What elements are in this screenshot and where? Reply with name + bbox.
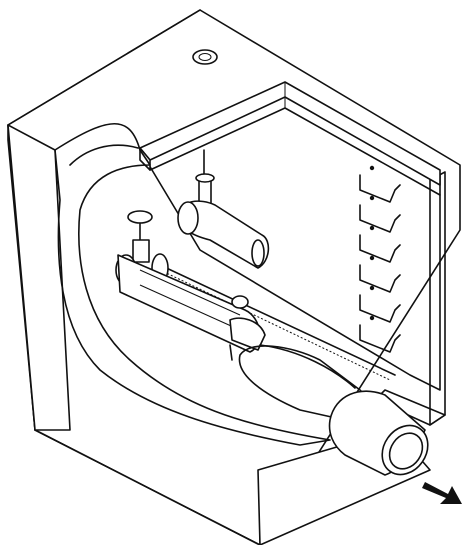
main-pipe <box>117 254 266 361</box>
outlet-pipe <box>328 390 429 476</box>
step-irons <box>359 165 401 353</box>
roof-beam <box>139 81 441 196</box>
valve-upper <box>177 149 270 269</box>
manhole-cover <box>192 49 218 65</box>
flow-arrow <box>422 482 462 504</box>
left-wall-face <box>7 124 71 431</box>
handwheel-icon <box>127 210 153 224</box>
curved-wall-section <box>54 122 331 446</box>
chamber-box <box>7 9 461 545</box>
